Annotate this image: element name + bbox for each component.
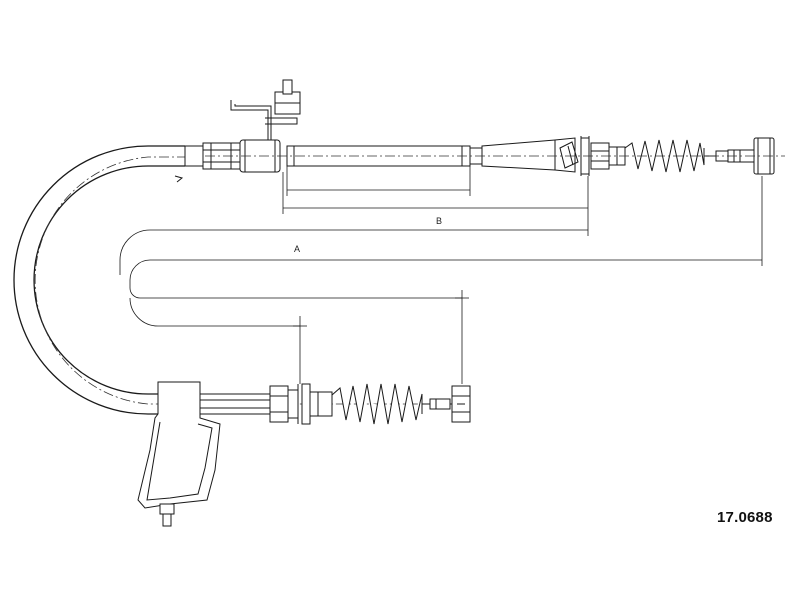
curved-sheath <box>13 145 460 415</box>
dimension-label-a: A <box>294 244 300 254</box>
top-cable-assembly <box>184 79 785 176</box>
bottom-cable-assembly <box>137 381 471 527</box>
part-number-label: 17.0688 <box>717 509 773 526</box>
dimension-lines <box>119 166 763 384</box>
dimension-label-b: B <box>436 216 442 226</box>
